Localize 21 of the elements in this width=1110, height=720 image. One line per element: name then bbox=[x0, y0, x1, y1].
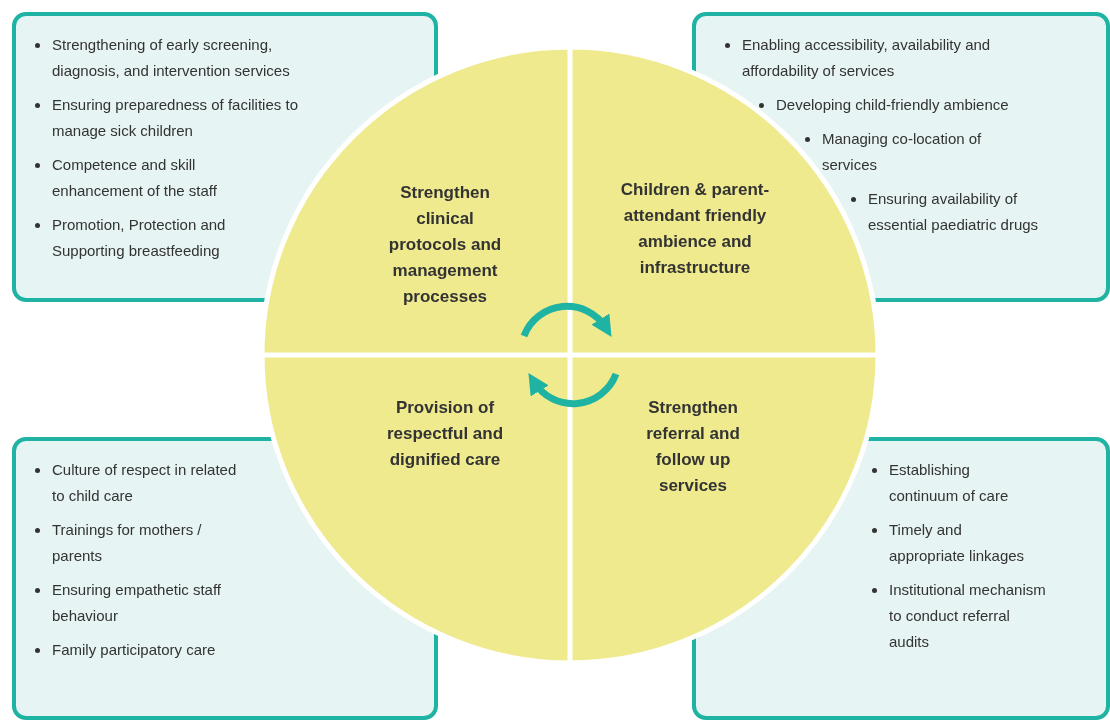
quadrant-title: Strengthen referral and follow up services bbox=[645, 397, 741, 497]
bullet-item: Ensuring empathetic staff behaviour bbox=[52, 580, 222, 626]
quadrant-title: Provision of respectful and dignified care bbox=[385, 397, 505, 471]
bullet-item: Developing child-friendly ambience bbox=[776, 95, 1010, 115]
bullet-item: Timely and appropriate linkages bbox=[889, 520, 1026, 566]
quadrant-title: Children & parent-attendant friendly ambience and infrastructure bbox=[619, 179, 771, 279]
bullet-item: Strengthening of early screening, diagnosis, and intervention services bbox=[52, 35, 291, 81]
bullet-item: Enabling accessibility, availability and affordability of services bbox=[742, 35, 992, 81]
curved-arrow bbox=[520, 302, 613, 338]
bullet-item: Institutional mechanism to conduct referral audits bbox=[889, 580, 1047, 652]
bullet-item: Family participatory care bbox=[52, 640, 217, 660]
quadrant-title: Strengthen clinical protocols and management processes bbox=[387, 182, 503, 308]
bullet-item: Competence and skill enhancement of the staff bbox=[52, 155, 218, 201]
bullet-item: Managing co-location of services bbox=[822, 129, 983, 175]
bullet-item: Trainings for mothers / parents bbox=[52, 520, 203, 566]
bullet-item: Culture of respect in related to child care bbox=[52, 460, 238, 506]
bullet-item: Ensuring availability of essential paediatric drugs bbox=[868, 189, 1040, 235]
curved-arrow bbox=[527, 372, 620, 408]
bullet-item: Ensuring preparedness of facilities to manage sick children bbox=[52, 95, 299, 141]
bullet-item: Establishing continuum of care bbox=[889, 460, 1010, 506]
bullet-item: Promotion, Protection and Supporting breastfeeding bbox=[52, 215, 227, 261]
